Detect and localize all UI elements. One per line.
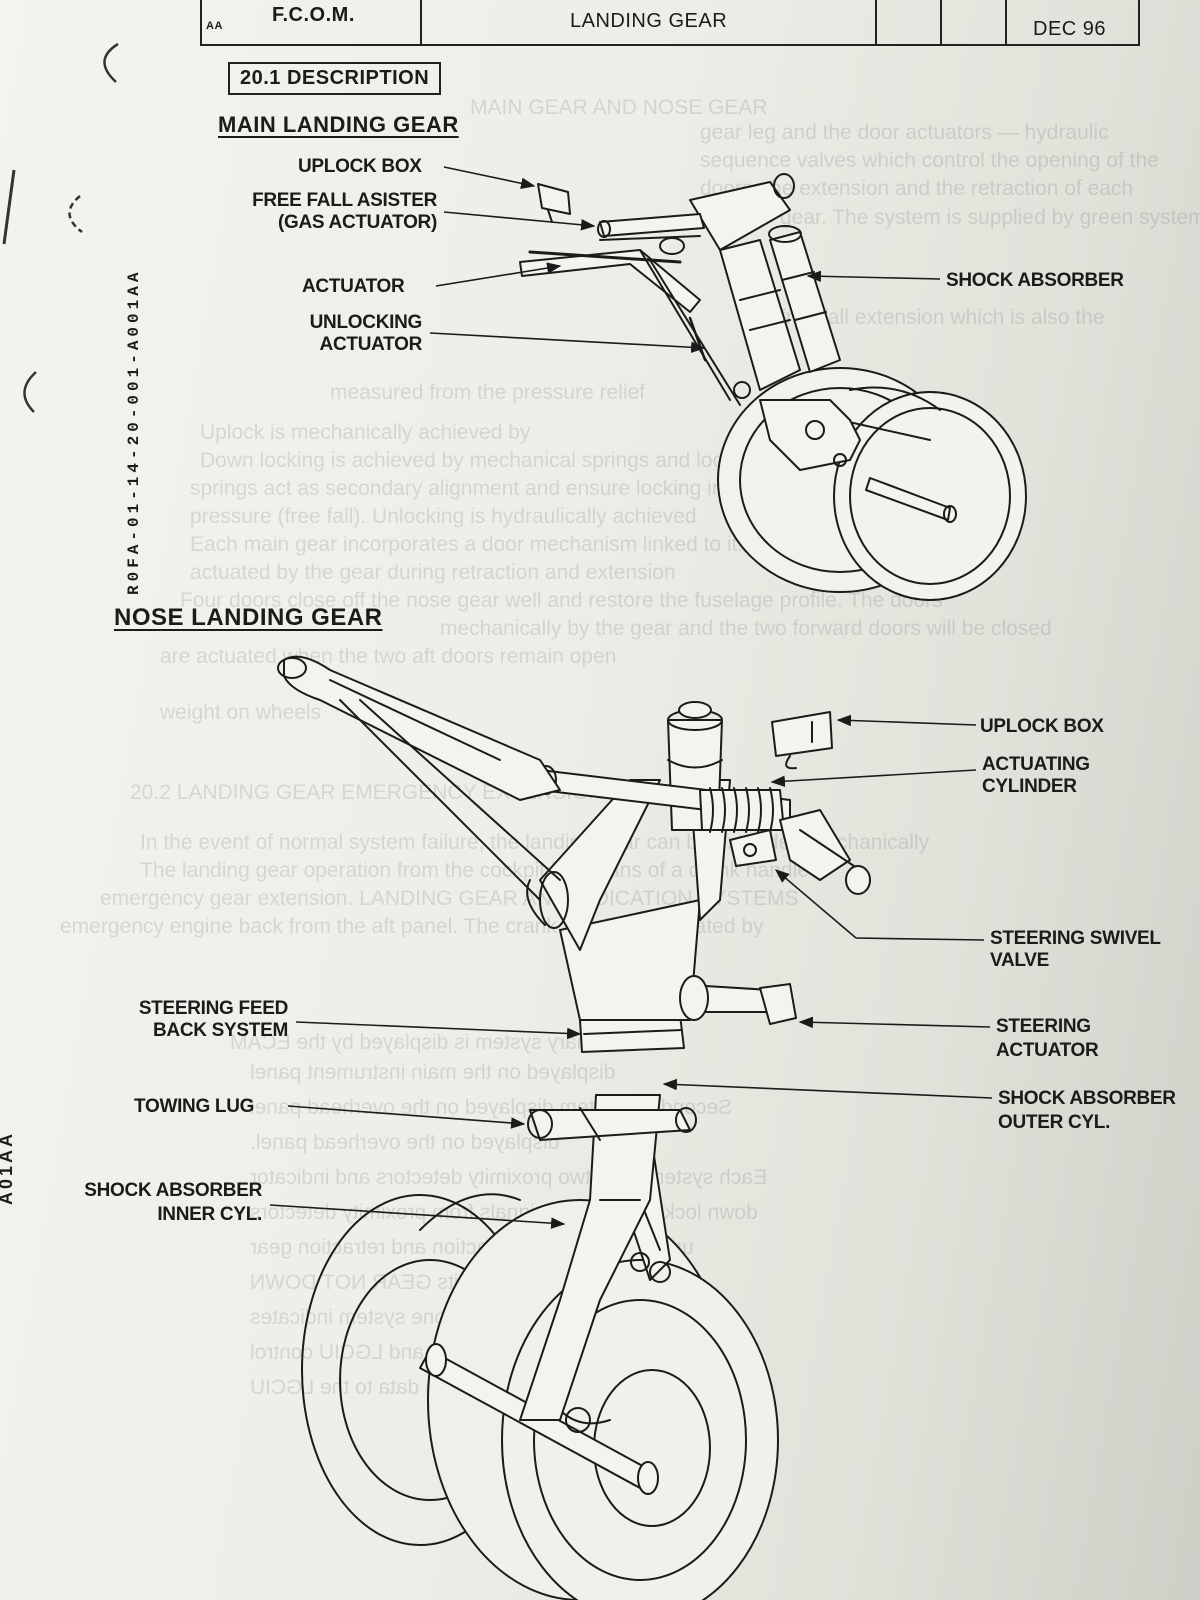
label-steering-feedback-2: BACK SYSTEM <box>153 1020 288 1041</box>
label-steering-actuator: STEERING <box>996 1016 1091 1037</box>
label-steering-swivel-valve: STEERING SWIVEL <box>990 928 1161 949</box>
label-unlocking-actuator: UNLOCKING <box>309 312 423 333</box>
nose-gear-drawing <box>277 655 871 1600</box>
label-nlg-uplock-box: UPLOCK BOX <box>980 716 1104 737</box>
label-actuating-cylinder: ACTUATING <box>982 754 1090 775</box>
chapter-title: LANDING GEAR <box>570 10 728 32</box>
header-cell-chapter <box>420 0 422 44</box>
label-towing-lug: TOWING LUG <box>134 1096 255 1117</box>
header-cell-date <box>1005 0 1007 44</box>
nose-gear-leaders <box>269 714 993 1229</box>
manual-subtitle: AA <box>206 20 223 32</box>
revision-date: DEC 96 <box>1033 18 1107 40</box>
header-cell-rev <box>940 0 942 44</box>
binder-marks <box>2 42 119 413</box>
label-steering-actuator-2: ACTUATOR <box>996 1040 1099 1061</box>
main-gear-drawing <box>519 173 1027 601</box>
label-gas-actuator: (GAS ACTUATOR) <box>277 212 437 233</box>
section-title: 20.1 DESCRIPTION <box>228 62 442 95</box>
nose-gear-heading: NOSE LANDING GEAR <box>114 604 383 631</box>
header-cell-manual <box>200 0 202 44</box>
main-gear-heading: MAIN LANDING GEAR <box>218 112 459 137</box>
label-unlocking-actuator-2: ACTUATOR <box>319 334 423 355</box>
main-gear-leaders <box>429 166 941 354</box>
label-mlg-shock-absorber: SHOCK ABSORBER <box>946 270 1124 291</box>
header-table <box>200 0 1140 46</box>
label-mlg-uplock-box: UPLOCK BOX <box>298 156 422 177</box>
manual-title: F.C.O.M. <box>272 4 355 26</box>
label-shock-absorber-inner: SHOCK ABSORBER <box>84 1180 262 1201</box>
label-mlg-actuator: ACTUATOR <box>302 276 405 297</box>
label-shock-absorber-outer: SHOCK ABSORBER <box>998 1088 1176 1109</box>
label-shock-absorber-outer-2: OUTER CYL. <box>998 1112 1111 1133</box>
label-shock-absorber-inner-2: INNER CYL. <box>157 1204 262 1225</box>
label-steering-feedback: STEERING FEED <box>138 998 288 1019</box>
header-cell-page <box>875 0 877 44</box>
label-steering-swivel-valve-2: VALVE <box>990 950 1050 971</box>
label-free-fall-assister: FREE FALL ASISTER <box>252 190 437 211</box>
label-actuating-cylinder-2: CYLINDER <box>982 776 1077 797</box>
